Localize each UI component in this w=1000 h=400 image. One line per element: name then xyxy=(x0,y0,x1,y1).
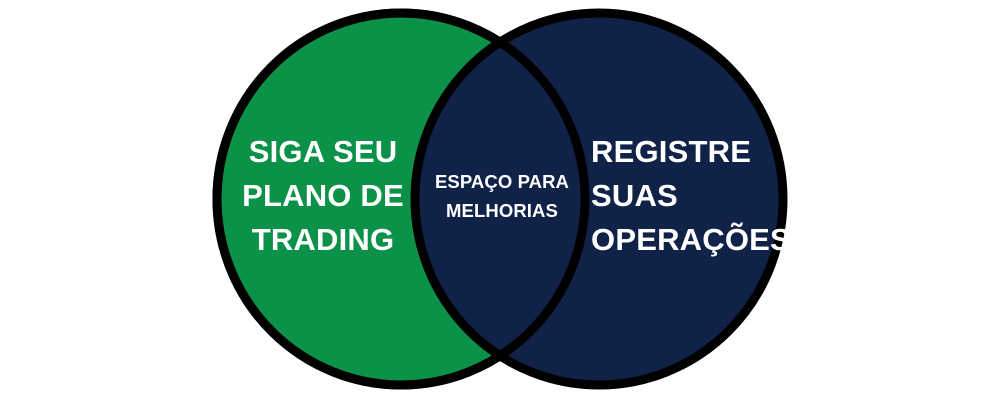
venn-circle-right[interactable] xyxy=(410,8,788,390)
venn-circle-left-outline xyxy=(212,8,590,390)
